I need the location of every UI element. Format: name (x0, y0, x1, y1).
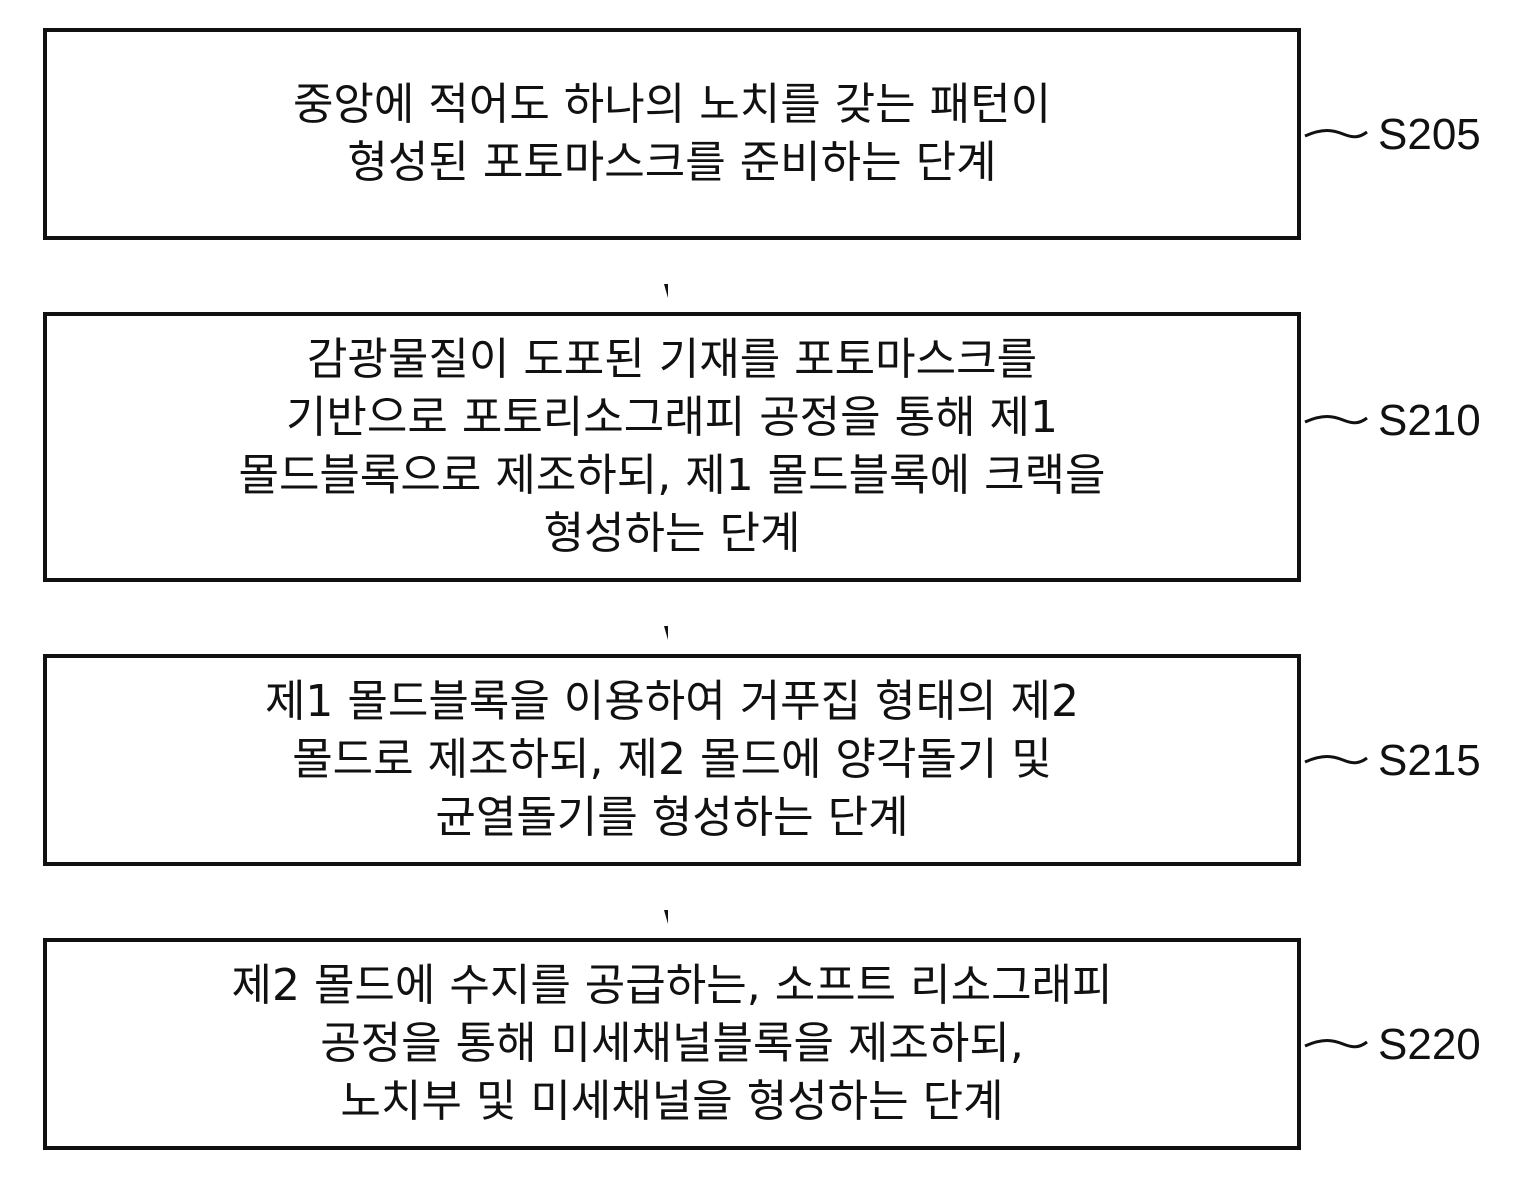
step-box-s220: 제2 몰드에 수지를 공급하는, 소프트 리소그래피 공정을 통해 미세채널블록… (43, 938, 1301, 1150)
step-label-s215: S215 (1378, 736, 1481, 785)
arrow-down-icon (664, 626, 668, 640)
label-connector (1304, 1039, 1368, 1049)
step-text: 형성된 포토마스크를 준비하는 단계 (347, 137, 997, 188)
step-text: 기반으로 포토리소그래피 공정을 통해 제1 (285, 392, 1059, 443)
step-text: 몰드로 제조하되, 제2 몰드에 양각돌기 및 (292, 734, 1052, 785)
step-text: 몰드블록으로 제조하되, 제1 몰드블록에 크랙을 (238, 450, 1106, 501)
label-connector (1304, 755, 1368, 765)
step-box-s215: 제1 몰드블록을 이용하여 거푸집 형태의 제2 몰드로 제조하되, 제2 몰드… (43, 654, 1301, 866)
step-text: 노치부 및 미세채널을 형성하는 단계 (340, 1076, 1004, 1127)
step-text: 제1 몰드블록을 이용하여 거푸집 형태의 제2 (264, 676, 1080, 727)
step-text: 형성하는 단계 (543, 508, 801, 559)
arrow-down-icon (664, 910, 668, 924)
step-box-s210: 감광물질이 도포된 기재를 포토마스크를 기반으로 포토리소그래피 공정을 통해… (43, 312, 1301, 582)
step-label-s210: S210 (1378, 396, 1481, 445)
step-text: 균열돌기를 형성하는 단계 (435, 792, 909, 843)
step-label-s205: S205 (1378, 110, 1481, 159)
step-box-s205: 중앙에 적어도 하나의 노치를 갖는 패턴이 형성된 포토마스크를 준비하는 단… (43, 28, 1301, 240)
step-label-s220: S220 (1378, 1020, 1481, 1069)
arrow-down-icon (664, 284, 668, 298)
step-text: 중앙에 적어도 하나의 노치를 갖는 패턴이 (292, 79, 1052, 130)
step-text: 제2 몰드에 수지를 공급하는, 소프트 리소그래피 (231, 960, 1113, 1011)
step-text: 감광물질이 도포된 기재를 포토마스크를 (306, 334, 1038, 385)
label-connector (1304, 129, 1368, 139)
step-text: 공정을 통해 미세채널블록을 제조하되, (320, 1018, 1024, 1069)
label-connector (1304, 415, 1368, 425)
